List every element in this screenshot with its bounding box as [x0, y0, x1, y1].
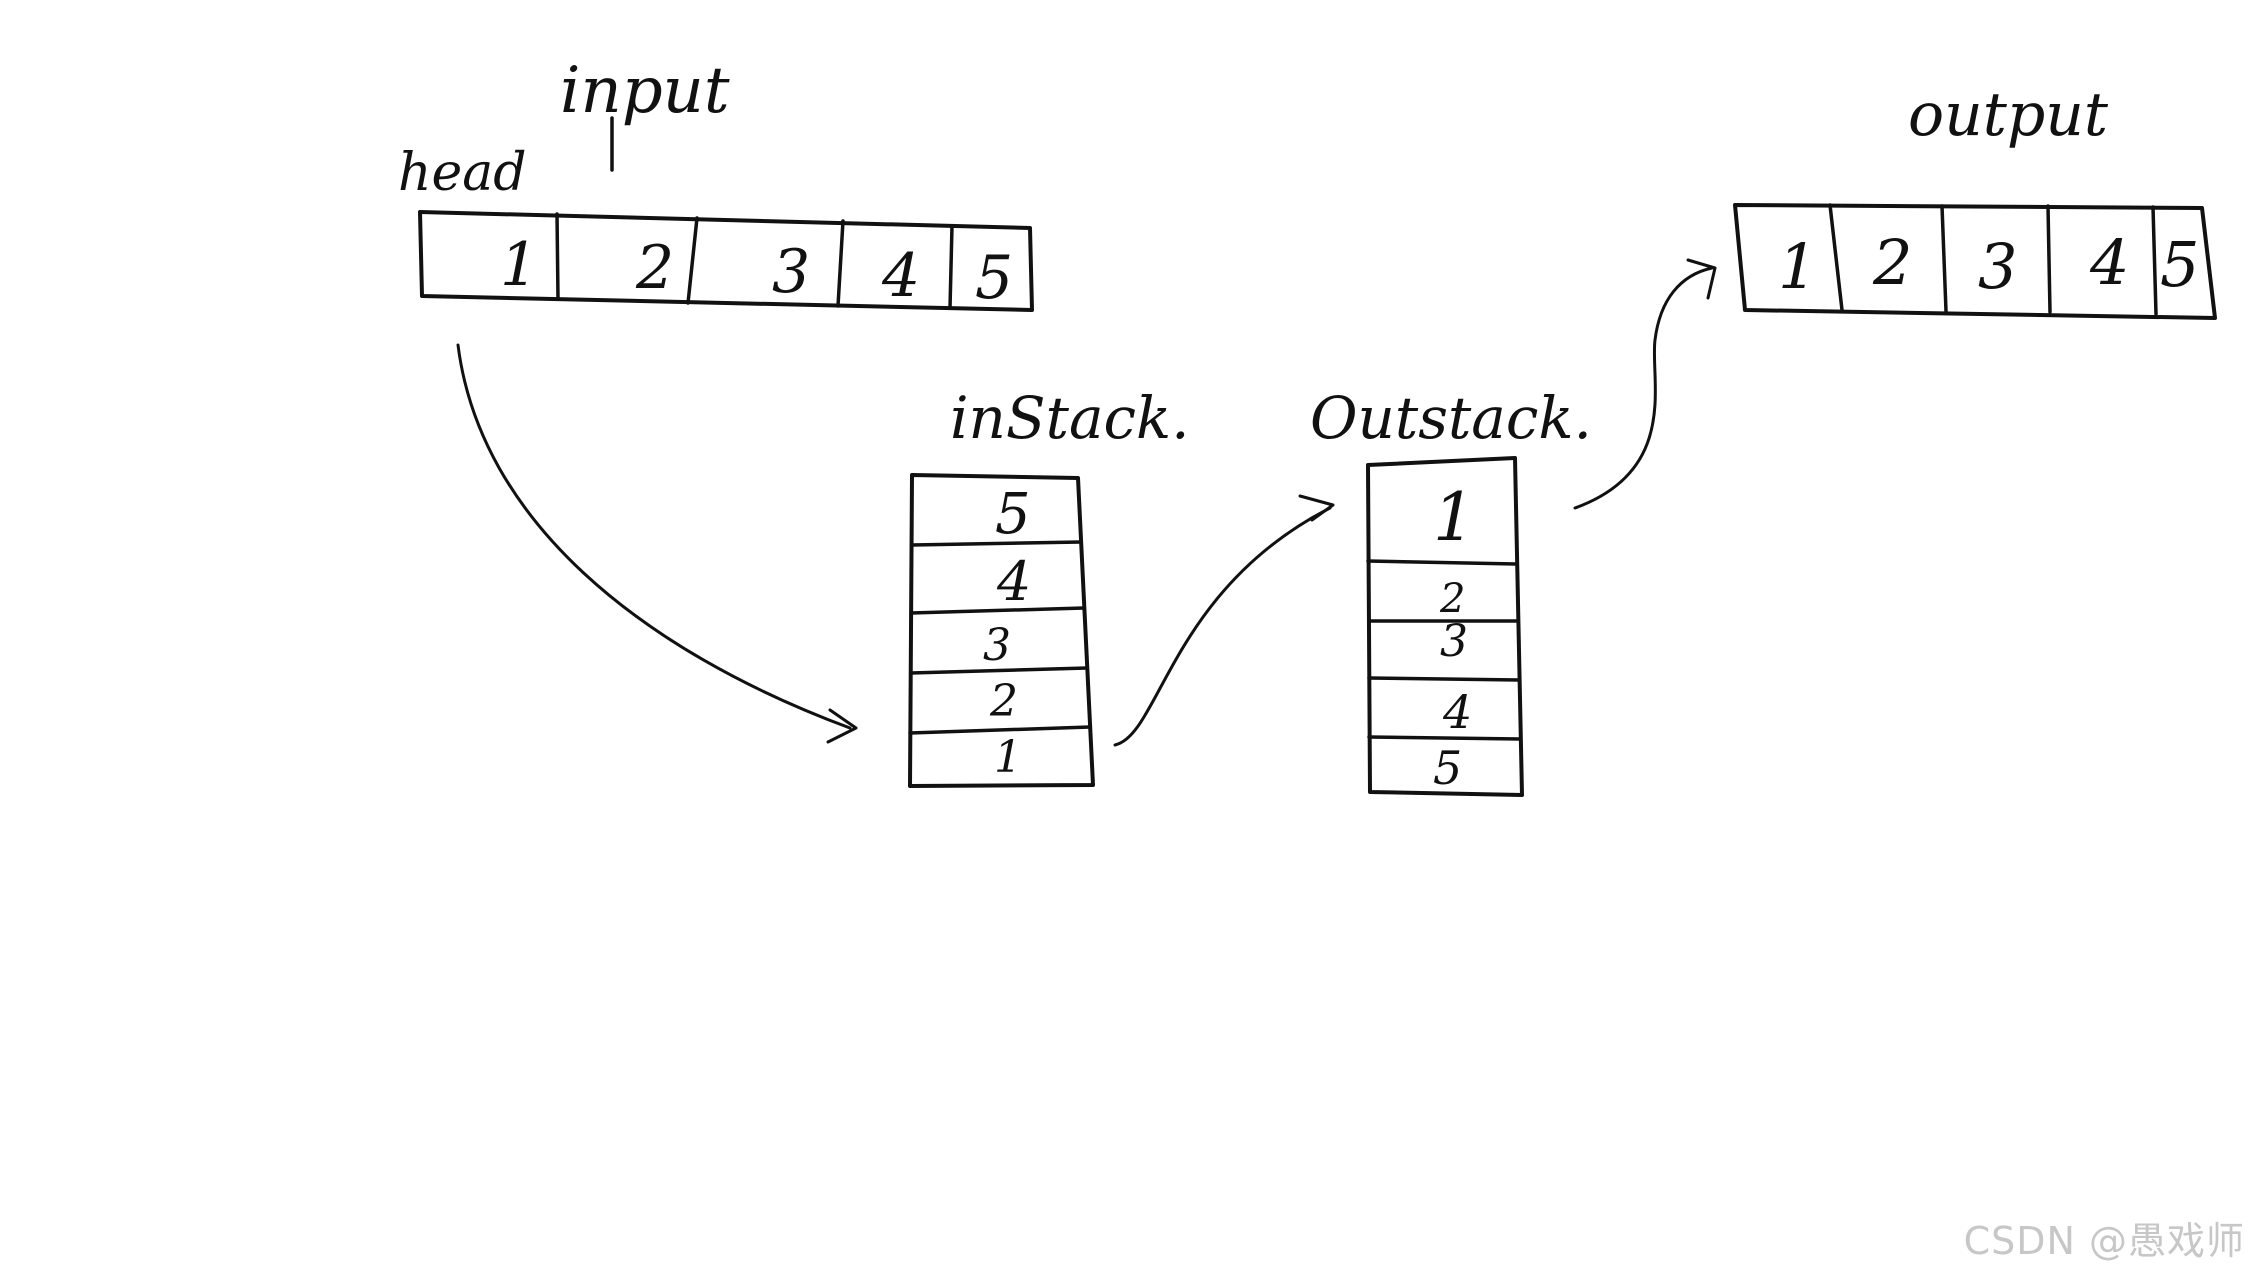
- input-array-cell: 4: [881, 241, 920, 311]
- instack-outline: [908, 473, 1095, 788]
- outstack-cell: 4: [1442, 685, 1472, 739]
- outstack-divider: [1367, 735, 1522, 741]
- output-array-divider: [2046, 204, 2052, 314]
- instack-divider: [909, 606, 1086, 615]
- output-label: output: [1908, 80, 2109, 150]
- input-array-divider: [686, 216, 699, 305]
- head-label: head: [398, 143, 527, 203]
- instack-label: inStack.: [950, 384, 1190, 452]
- output-array-cell: 1: [1778, 230, 1817, 303]
- input-array-cell: 5: [975, 243, 1013, 313]
- arrow-input-to-instack-curve: [456, 343, 852, 730]
- output-array-cell: 5: [2160, 228, 2199, 301]
- outstack-cell: 1: [1433, 479, 1475, 556]
- arrow-outstack-to-output-curve: [1573, 266, 1714, 510]
- instack: 5 4 3 2 1: [908, 473, 1095, 788]
- instack-cell: 2: [989, 676, 1018, 727]
- outstack-divider: [1366, 559, 1518, 566]
- instack-divider: [910, 540, 1083, 547]
- outstack-label: Outstack.: [1310, 384, 1592, 452]
- outstack-cell: 5: [1433, 741, 1462, 795]
- input-array-outline: [418, 210, 1034, 312]
- input-array-divider: [836, 219, 845, 308]
- output-array-cell: 4: [2089, 226, 2129, 299]
- input-array-cell: 2: [635, 233, 674, 303]
- outstack-cell: 3: [1440, 616, 1468, 667]
- arrow-instack-to-outstack-head: [1298, 494, 1335, 522]
- outstack-cell: 2: [1439, 576, 1465, 622]
- instack-cell: 5: [995, 482, 1031, 547]
- arrow-outstack-to-output: [1573, 258, 1717, 510]
- instack-cell: 3: [983, 620, 1011, 671]
- instack-cell: 1: [994, 732, 1022, 783]
- watermark: CSDN @愚戏师: [1963, 1219, 2245, 1263]
- output-array-cell: 3: [1978, 230, 2017, 303]
- arrow-instack-to-outstack-curve: [1113, 506, 1332, 747]
- outstack-outline: [1366, 456, 1524, 797]
- outstack-divider: [1367, 676, 1521, 682]
- output-array-divider: [2151, 205, 2158, 316]
- output-array-divider: [1940, 204, 1948, 313]
- input-array-cell: 3: [772, 237, 810, 307]
- arrow-instack-to-outstack: [1113, 494, 1335, 747]
- input-array: 1 2 3 4 5: [418, 210, 1034, 313]
- arrow-outstack-to-output-head: [1686, 258, 1717, 300]
- arrow-input-to-instack: [456, 343, 858, 744]
- instack-cell: 4: [996, 550, 1031, 613]
- input-array-divider: [555, 212, 560, 301]
- arrow-input-to-instack-head: [826, 708, 858, 744]
- input-array-divider: [948, 224, 954, 310]
- output-array-cell: 2: [1872, 226, 1912, 299]
- instack-divider: [908, 725, 1092, 735]
- output-array-divider: [1828, 203, 1844, 312]
- input-label: input: [560, 54, 730, 128]
- output-array: 1 2 3 4 5: [1733, 203, 2217, 320]
- instack-divider: [909, 666, 1089, 675]
- outstack: 1 2 3 4 5: [1366, 456, 1524, 797]
- input-array-cell: 1: [500, 230, 538, 300]
